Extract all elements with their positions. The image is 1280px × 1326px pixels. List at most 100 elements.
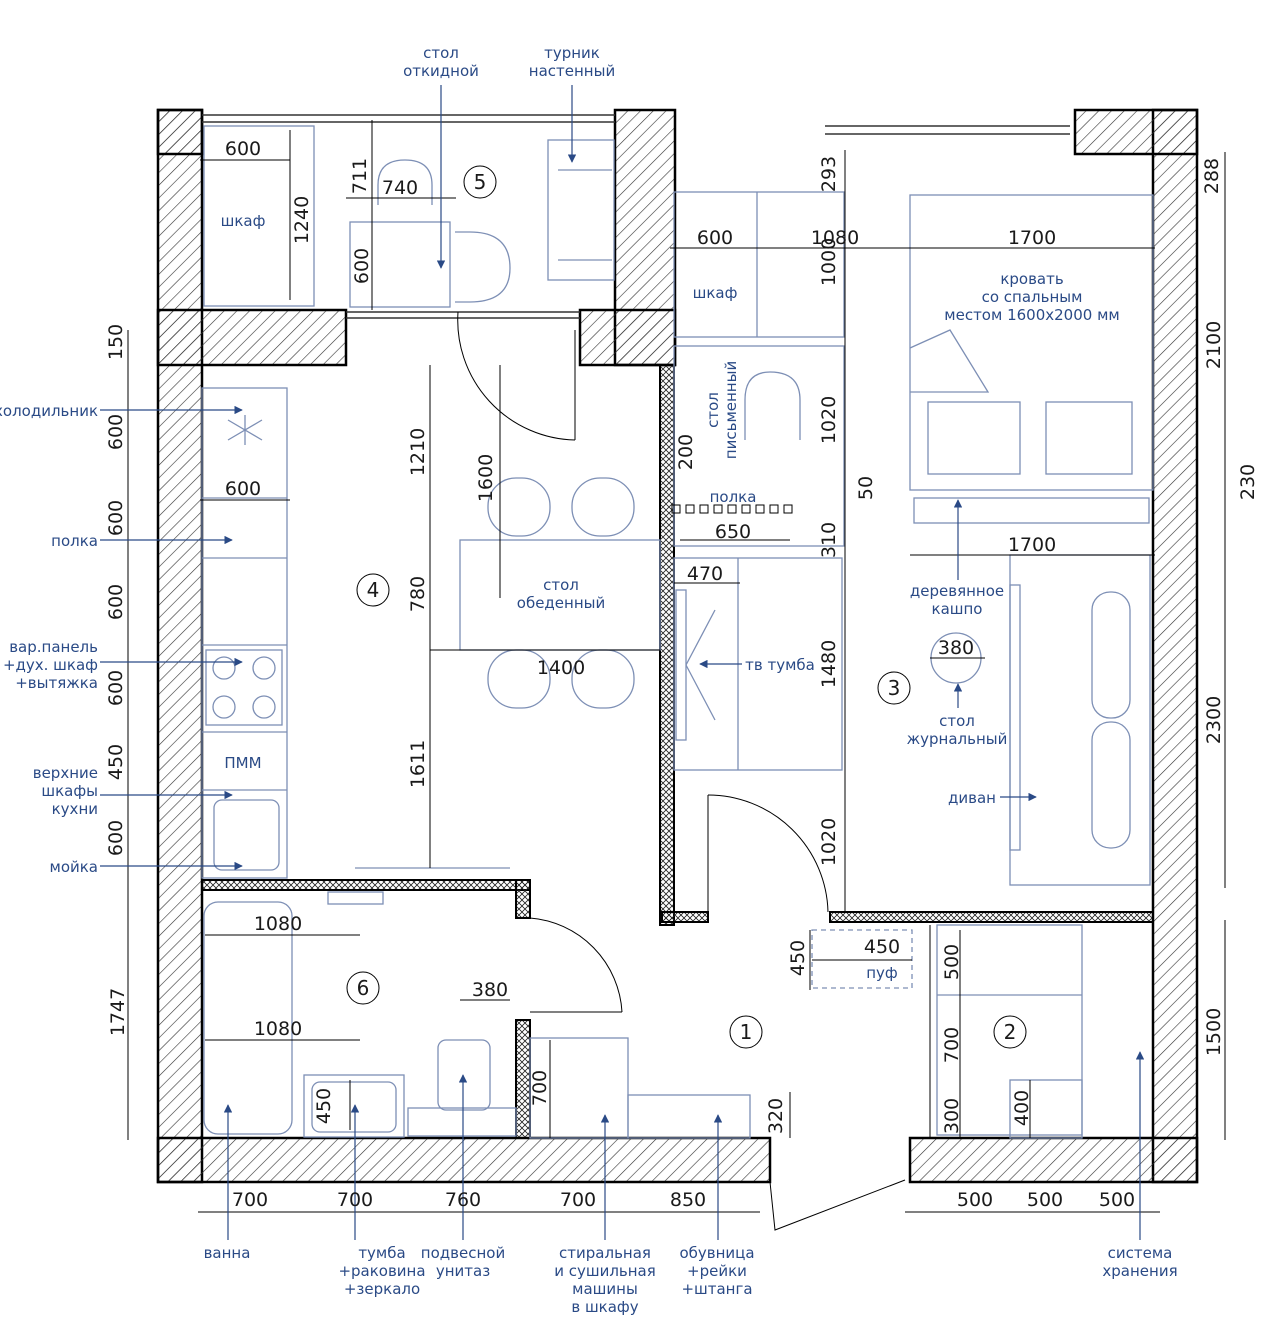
dim-bottom-760: 760 (445, 1189, 481, 1211)
dim-450-k: 450 (105, 744, 127, 780)
doors (457, 311, 931, 1231)
dim-600-fold: 600 (351, 248, 373, 284)
dim-bottom-700-1: 700 (232, 1189, 268, 1211)
label-wardrobe-balcony: шкаф (221, 212, 266, 230)
room-number-4: 4 (367, 578, 380, 602)
dim-200: 200 (675, 434, 697, 470)
dim-2100: 2100 (1203, 321, 1225, 369)
dim-1700-bed: 1700 (1008, 227, 1056, 249)
leaders (100, 85, 1145, 1240)
dim-700-closet: 700 (941, 1027, 963, 1063)
dim-1500: 1500 (1203, 1008, 1225, 1056)
label-dishwasher: ПММ (224, 754, 261, 772)
walls (156, 108, 1199, 1184)
room-number-6: 6 (357, 976, 370, 1000)
dim-1400: 1400 (537, 657, 585, 679)
dim-bottom-850: 850 (670, 1189, 706, 1211)
dim-310: 310 (818, 522, 840, 558)
dim-1020-door: 1020 (818, 818, 840, 866)
dimension-lines (127, 120, 1226, 1213)
dim-1020-desk: 1020 (818, 396, 840, 444)
dim-600-k1: 600 (105, 414, 127, 450)
dim-600-k2: 600 (105, 500, 127, 536)
dim-1747: 1747 (107, 988, 129, 1036)
shelf-markers (671, 504, 793, 514)
dimension-text: 600 1240 711 740 600 293 288 600 1080 10… (105, 138, 1259, 1211)
label-fridge: холодильник (0, 402, 98, 420)
partition-wall-left (659, 364, 675, 926)
dim-600-k4: 600 (105, 670, 127, 706)
dim-700-washer: 700 (529, 1070, 551, 1106)
dim-711: 711 (349, 158, 371, 194)
label-sink: мойка (50, 858, 99, 876)
room-number-2: 2 (1004, 1020, 1017, 1044)
room-number-3: 3 (888, 676, 901, 700)
label-shelf-desk: полка (710, 488, 757, 506)
label-desk: столписьменный (704, 361, 740, 459)
dim-1240: 1240 (291, 196, 313, 244)
dim-1611: 1611 (407, 740, 429, 788)
dim-400: 400 (1011, 1090, 1033, 1126)
dim-bottom-500-1: 500 (957, 1189, 993, 1211)
dim-1080-bath1: 1080 (254, 913, 302, 935)
label-pouf: пуф (866, 964, 898, 982)
dim-288: 288 (1201, 158, 1223, 194)
dim-780: 780 (407, 576, 429, 612)
label-shelf-kitchen: полка (51, 532, 98, 550)
dim-470: 470 (687, 563, 723, 585)
label-shoe-rack: обувница+рейки+штанга (679, 1244, 754, 1298)
dim-2300: 2300 (1203, 696, 1225, 744)
dim-230: 230 (1237, 464, 1259, 500)
dim-1080-bath2: 1080 (254, 1018, 302, 1040)
label-wardrobe-bedroom: шкаф (693, 284, 738, 302)
dim-500-storage: 500 (941, 944, 963, 980)
dim-380-toilet: 380 (472, 979, 508, 1001)
dim-bottom-500-2: 500 (1027, 1189, 1063, 1211)
dim-450-vanity: 450 (313, 1088, 335, 1124)
label-cooktop: вар.панель+дух. шкаф+вытяжка (3, 638, 98, 692)
dim-1600: 1600 (475, 454, 497, 502)
label-tv-stand: тв тумба (745, 656, 815, 674)
dim-1480: 1480 (818, 640, 840, 688)
dim-bottom-500-3: 500 (1099, 1189, 1135, 1211)
room-number-5: 5 (474, 170, 487, 194)
dim-600-k5: 600 (105, 820, 127, 856)
room-numbers: 5 4 3 6 1 2 (346, 165, 1027, 1049)
furniture (201, 125, 1154, 1139)
dim-293: 293 (818, 156, 840, 192)
dim-320: 320 (765, 1098, 787, 1134)
dim-50: 50 (855, 476, 877, 500)
dim-600-wardrobe: 600 (697, 227, 733, 249)
dim-1080-wardrobe: 1080 (811, 227, 859, 249)
dim-bottom-700-3: 700 (560, 1189, 596, 1211)
dim-450-pouf-h: 450 (787, 940, 809, 976)
dim-600-k-width: 600 (225, 478, 261, 500)
dim-450-pouf-w: 450 (864, 936, 900, 958)
partition-wall-bedroom (829, 911, 1154, 923)
dim-150: 150 (105, 324, 127, 360)
dim-bottom-700-2: 700 (337, 1189, 373, 1211)
dim-740: 740 (382, 177, 418, 199)
partition-wall-bath-top (201, 879, 531, 891)
label-vanity: тумба+раковина+зеркало (338, 1244, 425, 1298)
label-sofa: диван (948, 789, 996, 807)
dim-600-k3: 600 (105, 584, 127, 620)
dim-1000: 1000 (818, 238, 840, 286)
dim-650: 650 (715, 521, 751, 543)
dim-600-balcony: 600 (225, 138, 261, 160)
label-bath: ванна (204, 1244, 251, 1262)
dim-380-coffee: 380 (938, 637, 974, 659)
room-number-1: 1 (740, 1020, 753, 1044)
